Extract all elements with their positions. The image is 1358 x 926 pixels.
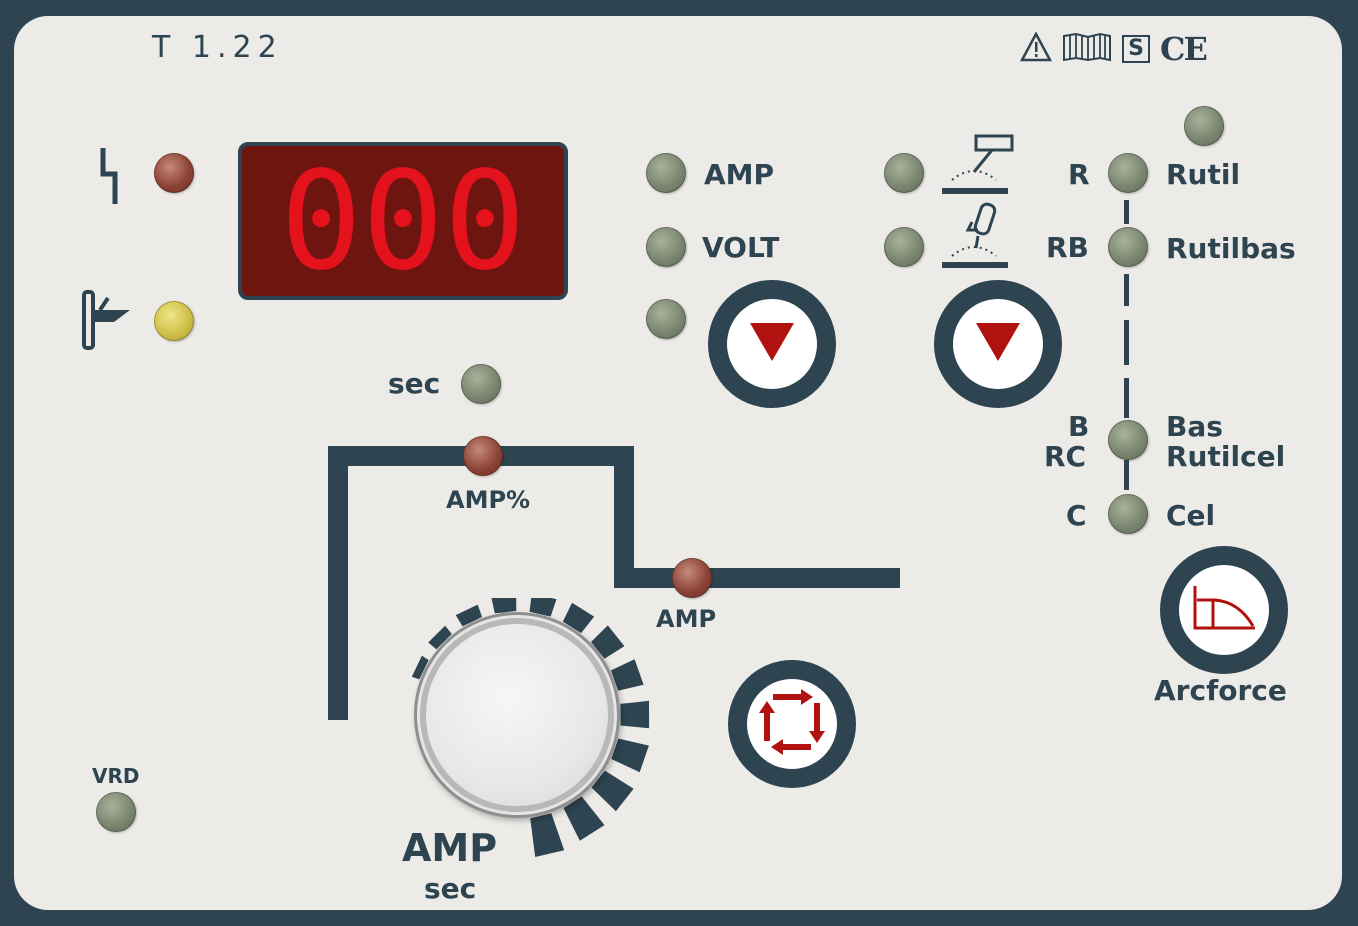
- thermal-led: [154, 301, 194, 341]
- hotstart-graph: [328, 446, 900, 720]
- display-value: 000: [280, 146, 526, 296]
- arcforce-label: Arcforce: [1154, 674, 1287, 707]
- electrode-c-led: [1108, 494, 1148, 534]
- display-digits: 000: [280, 143, 526, 301]
- electrode-scale-line: [1124, 200, 1129, 490]
- down-arrow-icon: [974, 321, 1022, 368]
- sec-led: [461, 364, 501, 404]
- electrode-rc-code: RC: [1044, 440, 1087, 473]
- electrode-c-name: Cel: [1166, 499, 1216, 532]
- knob-scale: [411, 598, 650, 857]
- knob-amp-label: AMP: [402, 826, 498, 870]
- aux-led: [646, 299, 686, 339]
- sec-label: sec: [388, 367, 441, 400]
- electrode-b-rc-led: [1108, 420, 1148, 460]
- knob-scale-segment: [563, 796, 605, 841]
- electrode-rb-code: RB: [1046, 231, 1089, 264]
- fault-lightning-icon: [98, 148, 120, 209]
- electrode-rb-led: [1108, 227, 1148, 267]
- model-label: T 1.22: [152, 30, 283, 65]
- cycle-arrows-icon: [757, 687, 827, 762]
- fault-led: [154, 153, 194, 193]
- warning-triangle-icon: [1019, 30, 1053, 67]
- electrode-r-name: Rutil: [1166, 158, 1241, 191]
- vrd-led: [96, 792, 136, 832]
- amp-graph-led: [672, 558, 712, 598]
- cycle-mode-button[interactable]: [728, 660, 856, 788]
- knob-scale-segment: [530, 813, 565, 857]
- volt-led: [646, 227, 686, 267]
- knob-scale-segment: [611, 738, 649, 773]
- knob-scale-segment: [562, 602, 595, 634]
- volt-label: VOLT: [702, 231, 780, 264]
- process-select-button[interactable]: [934, 280, 1062, 408]
- electrode-b-name: Bas: [1166, 410, 1223, 443]
- down-arrow-icon: [748, 321, 796, 368]
- amp-knob[interactable]: [426, 624, 608, 806]
- s-mark-icon: S: [1122, 35, 1150, 63]
- tig-torch-icon: [938, 200, 1018, 277]
- knob-scale-segment: [620, 700, 650, 729]
- knob-scale-segment: [428, 625, 452, 650]
- knob-scale-segment: [529, 598, 557, 617]
- electrode-b-code: B: [1068, 410, 1090, 443]
- manual-book-icon: [1062, 32, 1112, 67]
- knob-sec-label: sec: [424, 872, 477, 905]
- arcforce-curve-icon: [1189, 584, 1259, 637]
- mma-process-led: [884, 153, 924, 193]
- amp-label: AMP: [704, 158, 775, 191]
- mma-electrode-icon: [938, 132, 1018, 203]
- knob-scale-segment: [411, 655, 429, 680]
- certification-marks: S CE: [1019, 30, 1208, 68]
- arcforce-button[interactable]: [1160, 546, 1288, 674]
- electrode-r-code: R: [1068, 158, 1090, 191]
- knob-scale-segment: [591, 625, 625, 659]
- knob-scale-segment: [455, 604, 483, 627]
- parameter-select-button[interactable]: [708, 280, 836, 408]
- electrode-r-led: [1108, 153, 1148, 193]
- ce-mark-icon: CE: [1160, 30, 1208, 68]
- amp-led: [646, 153, 686, 193]
- thermal-overload-icon: [80, 288, 132, 357]
- amp-percent-led: [463, 436, 503, 476]
- digital-display: 000: [238, 142, 568, 301]
- electrode-c-code: C: [1066, 499, 1087, 532]
- amp-graph-label: AMP: [656, 605, 717, 633]
- amp-percent-label: AMP%: [446, 486, 531, 514]
- knob-scale-segment: [591, 770, 634, 812]
- electrode-rc-name: Rutilcel: [1166, 440, 1286, 473]
- vrd-label: VRD: [92, 764, 140, 788]
- knob-scale-segment: [611, 659, 644, 691]
- tig-process-led: [884, 227, 924, 267]
- electrode-rb-name: Rutilbas: [1166, 232, 1296, 265]
- knob-scale-segment: [491, 598, 517, 614]
- electrode-led-top: [1184, 106, 1224, 146]
